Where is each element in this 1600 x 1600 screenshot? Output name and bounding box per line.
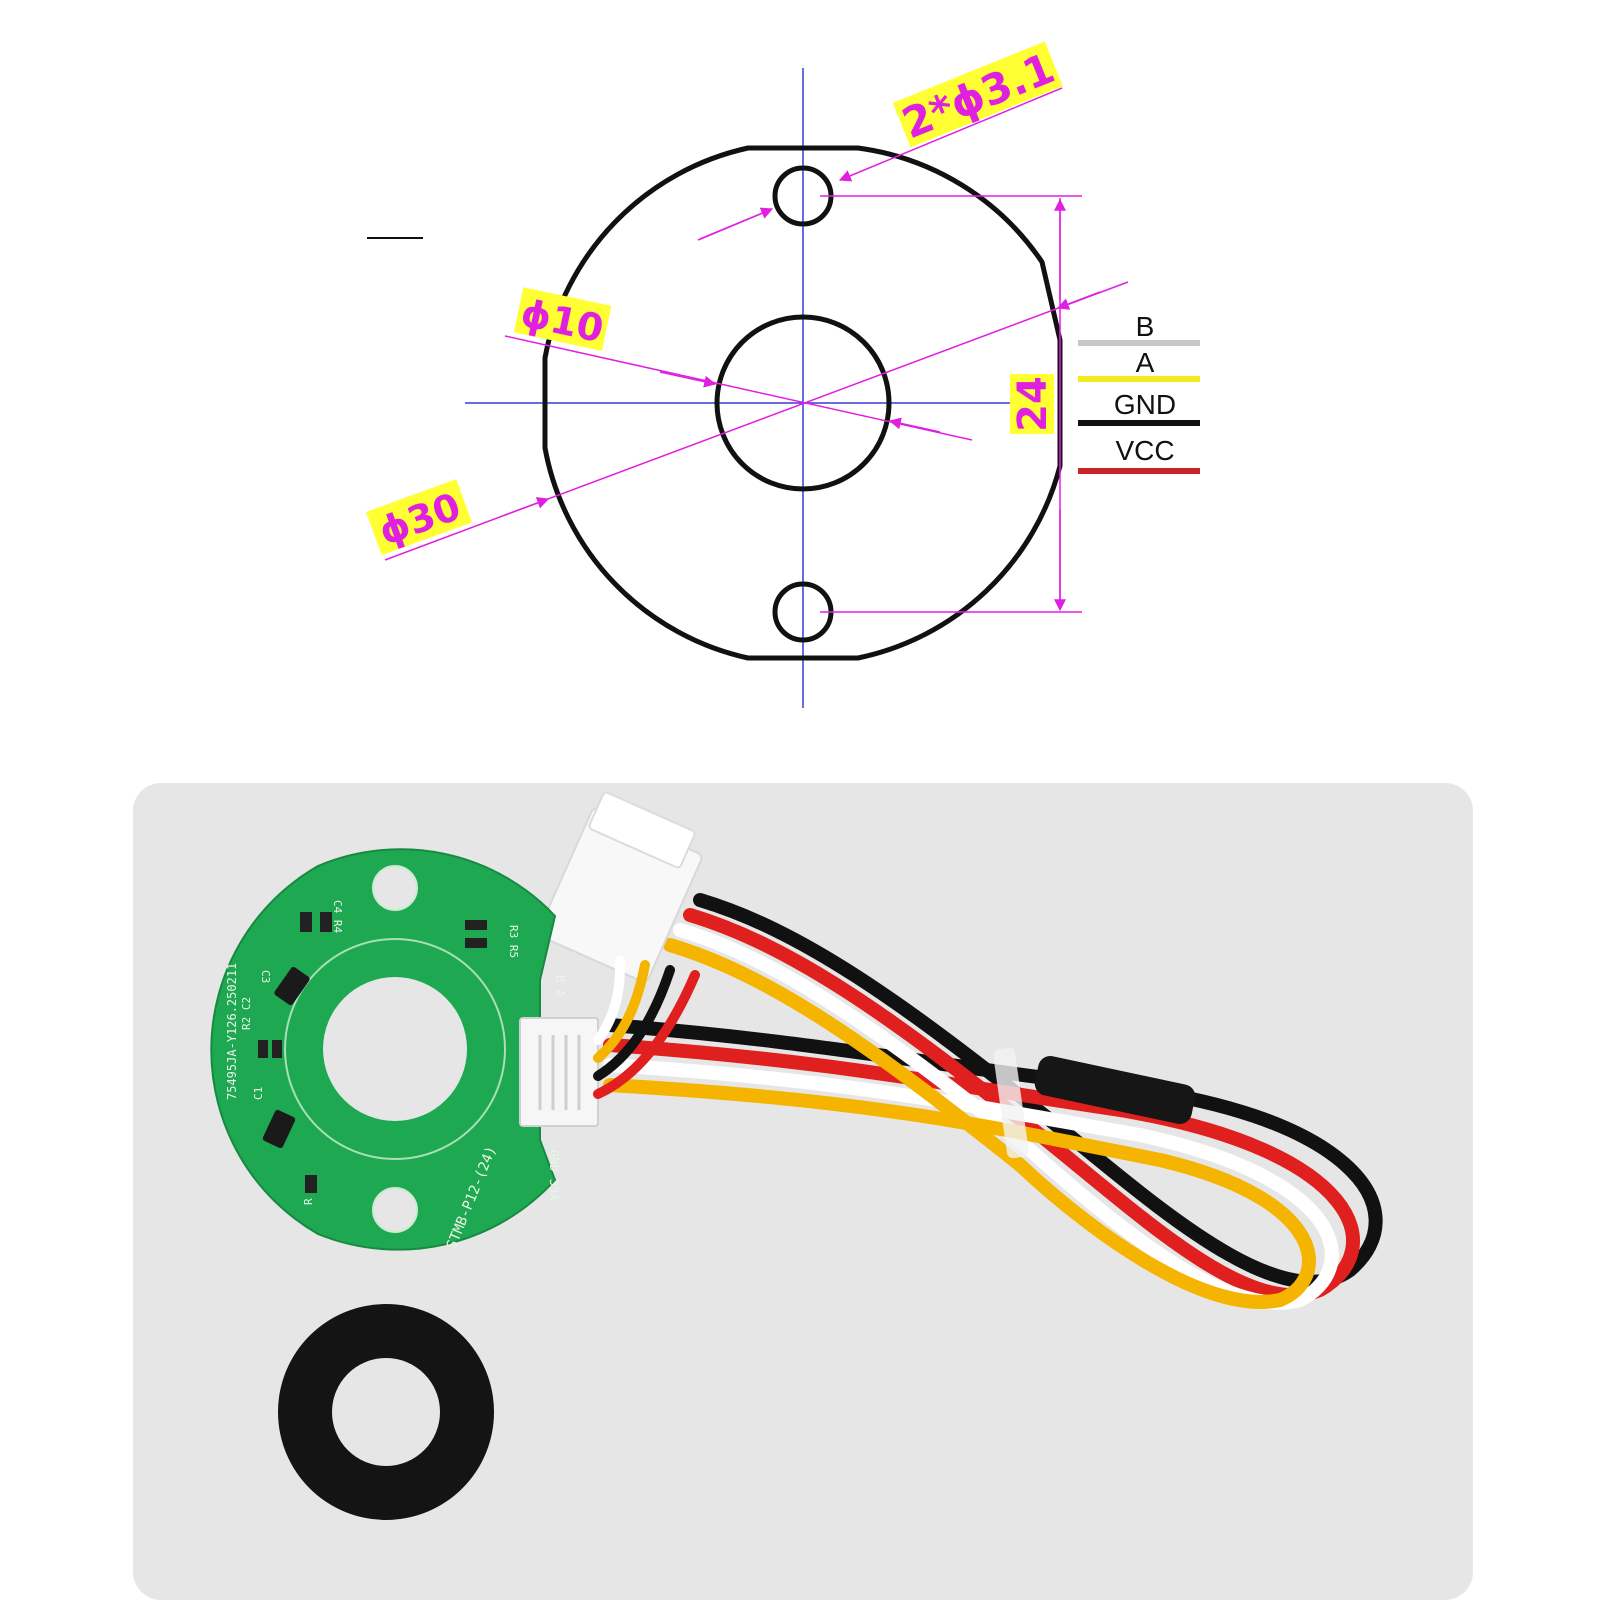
silk-r3r5: R3 R5 — [507, 925, 520, 958]
cable-tie — [993, 1047, 1029, 1159]
encoder-pcb: 75495JA-Y126.250211 STMB-P12-(24) B A GN… — [210, 848, 599, 1251]
silk-c3: C3 — [259, 970, 272, 983]
smd-r2 — [258, 1040, 268, 1058]
pcb-hole-top — [372, 865, 418, 911]
pcb-hole-bottom — [372, 1187, 418, 1233]
silk-r: R — [302, 1198, 315, 1205]
smd-r — [305, 1175, 317, 1193]
pcb-center-hole — [323, 977, 467, 1121]
smd-c4 — [300, 912, 312, 932]
wire-legend: B A GND VCC — [1078, 311, 1200, 474]
silk-c1: C1 — [252, 1087, 265, 1100]
cable-loop — [603, 893, 1383, 1310]
hall-sensor-top — [274, 966, 310, 1006]
dimension-drawing: 2*ϕ3.1 ϕ10 ϕ30 24 B A GND VCC — [366, 41, 1200, 708]
legend-vcc-label: VCC — [1115, 435, 1174, 466]
smd-r4 — [320, 912, 332, 932]
smd-r3 — [465, 920, 487, 930]
pcb-ring-silk — [284, 938, 506, 1160]
dim-outer-text: ϕ30 — [373, 484, 466, 554]
hall-sensor-bottom — [262, 1109, 296, 1149]
dim-spacing-text: 24 — [1010, 376, 1056, 432]
dim-holes-text: 2*ϕ3.1 — [895, 43, 1061, 148]
silk-c4r4: C4 R4 — [331, 900, 344, 933]
large-connector — [537, 791, 703, 983]
legend-gnd-label: GND — [1114, 389, 1176, 420]
smd-r5 — [465, 938, 487, 948]
legend-a-label: A — [1136, 347, 1155, 378]
smd-c2 — [272, 1040, 282, 1058]
silk-pins-top: B A — [553, 975, 567, 997]
legend-b-label: B — [1136, 311, 1155, 342]
heat-shrink — [1034, 1056, 1196, 1124]
dim-holes-label: 2*ϕ3.1 — [892, 41, 1063, 148]
silk-part-number: 75495JA-Y126.250211 — [225, 963, 239, 1100]
inner-bore — [714, 314, 892, 492]
pcb-header-pins — [538, 1035, 581, 1110]
silk-r2c2: R2 C2 — [240, 997, 253, 1030]
dim-outer-label: ϕ30 — [366, 479, 472, 556]
dim-spacing-label: 24 — [1010, 374, 1056, 434]
silk-pins-bottom: GND 33A — [547, 1150, 561, 1201]
dimension-lines — [384, 87, 1129, 613]
product-photo: 75495JA-Y126.250211 STMB-P12-(24) B A GN… — [133, 783, 1473, 1600]
outer-contour — [542, 145, 1063, 661]
header-wires — [593, 955, 700, 1099]
pcb-header — [519, 1017, 599, 1127]
dim-inner-label: ϕ10 — [513, 287, 612, 351]
magnet-washer — [278, 1304, 494, 1520]
